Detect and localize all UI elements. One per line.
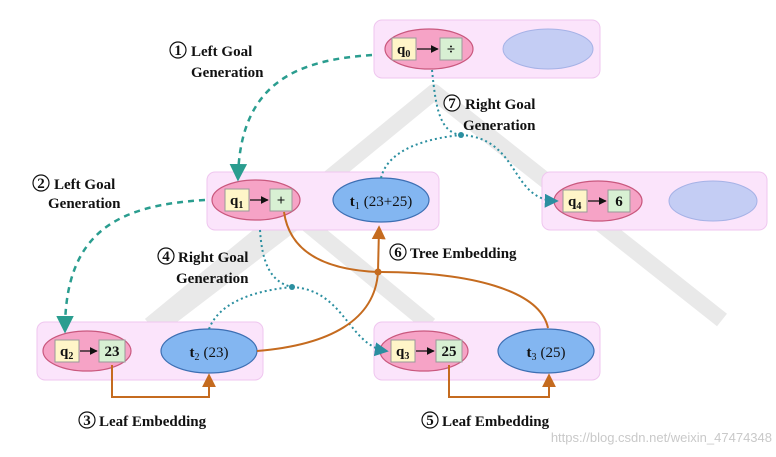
right-mid-empty-ellipse xyxy=(668,180,758,222)
merge-dot-6 xyxy=(374,268,382,276)
left-goal-arrow-1 xyxy=(229,53,373,182)
q0-label: q xyxy=(397,42,406,58)
svg-text:q3: q3 xyxy=(396,344,409,362)
tree-embedding-arrow-a xyxy=(256,271,379,352)
t3-value: (25) xyxy=(541,345,566,361)
step-7-label: 7 Right Goal Generation xyxy=(443,94,536,134)
step-6-label: 6 Tree Embedding xyxy=(389,243,517,262)
step-1-label: 1 Left Goal Generation xyxy=(169,41,264,81)
step-3-label: 3 Leaf Embedding xyxy=(78,411,207,430)
svg-text:7: 7 xyxy=(448,96,456,112)
right-goal-arrow-4b xyxy=(208,286,293,330)
root-op-box xyxy=(439,37,463,61)
right-goal-arrow-7a xyxy=(431,69,462,136)
t1-label: t xyxy=(350,194,355,210)
step-5-label: 5 Leaf Embedding xyxy=(421,411,550,430)
svg-text:t3(25): t3(25) xyxy=(527,345,566,363)
right-leaf-op-box xyxy=(435,339,463,363)
tree-embedding-arrow-b xyxy=(377,271,549,329)
step-2-label: 2 Left Goal Generation xyxy=(32,174,121,212)
left-mid-op-box xyxy=(269,188,293,212)
right-mid-op-box xyxy=(607,189,631,213)
svg-text:3: 3 xyxy=(83,413,91,429)
q3-box xyxy=(390,339,416,363)
q2-label: q xyxy=(60,344,69,360)
t3-label: t xyxy=(527,345,532,361)
svg-text:Leaf Embedding: Leaf Embedding xyxy=(442,414,550,430)
svg-text:6: 6 xyxy=(394,245,402,261)
q1-box xyxy=(224,188,250,212)
left-mid-op-label: + xyxy=(277,193,286,209)
right-mid-node: q4 6 xyxy=(553,180,758,222)
q4-box xyxy=(562,189,588,213)
q0-box xyxy=(391,37,417,61)
svg-text:t2(23): t2(23) xyxy=(190,345,229,363)
tree-embedding-arrow-d xyxy=(371,225,386,273)
merge-dot-7 xyxy=(458,132,464,138)
right-leaf-node: q3 25 t3(25) xyxy=(379,328,595,374)
svg-text:t1(23+25): t1(23+25) xyxy=(350,194,412,212)
t1-value: (23+25) xyxy=(364,194,412,210)
leaf-embedding-arrow-5 xyxy=(448,365,556,398)
root-node: q0 ÷ xyxy=(384,28,594,70)
watermark: https://blog.csdn.net/weixin_47474348 xyxy=(551,430,772,445)
svg-text:Generation: Generation xyxy=(191,65,264,81)
step-4-label: 4 Right Goal Generation xyxy=(157,247,249,287)
t3-ellipse xyxy=(497,328,595,374)
right-goal-arrow-7b xyxy=(380,134,462,179)
root-op-label: ÷ xyxy=(447,42,455,58)
t2-value: (23) xyxy=(204,345,229,361)
svg-text:Left Goal: Left Goal xyxy=(191,44,252,60)
q3-label: q xyxy=(396,344,405,360)
svg-text:Right Goal: Right Goal xyxy=(465,97,535,113)
svg-text:Leaf Embedding: Leaf Embedding xyxy=(99,414,207,430)
svg-text:q4: q4 xyxy=(568,194,581,212)
leaf-embedding-arrow-3 xyxy=(111,365,216,398)
merge-dot-4 xyxy=(289,284,295,290)
left-mid-node: q1 + t1(23+25) xyxy=(211,177,430,223)
svg-text:4: 4 xyxy=(162,249,170,265)
right-goal-arrow-4c xyxy=(291,286,389,357)
q2-box xyxy=(54,339,80,363)
svg-text:Generation: Generation xyxy=(463,118,536,134)
svg-text:Right Goal: Right Goal xyxy=(178,250,248,266)
right-goal-arrow-7c xyxy=(460,134,559,208)
svg-text:1: 1 xyxy=(174,43,182,59)
root-empty-ellipse xyxy=(502,28,594,70)
tree-embedding-arrow-c xyxy=(283,211,379,273)
left-leaf-node: q2 23 t2(23) xyxy=(42,328,258,374)
svg-text:Tree Embedding: Tree Embedding xyxy=(410,246,517,262)
svg-text:Generation: Generation xyxy=(48,196,121,212)
q1-label: q xyxy=(230,193,239,209)
left-leaf-op-label: 23 xyxy=(105,344,120,360)
svg-text:2: 2 xyxy=(37,176,45,192)
svg-text:q1: q1 xyxy=(230,193,243,211)
svg-text:Left Goal: Left Goal xyxy=(54,177,115,193)
right-mid-op-label: 6 xyxy=(615,194,623,210)
t2-label: t xyxy=(190,345,195,361)
right-leaf-op-label: 25 xyxy=(442,344,457,360)
svg-text:q0: q0 xyxy=(397,42,410,60)
svg-text:q2: q2 xyxy=(60,344,73,362)
left-leaf-op-box xyxy=(98,339,126,363)
svg-text:Generation: Generation xyxy=(176,271,249,287)
q4-label: q xyxy=(568,194,577,210)
svg-text:5: 5 xyxy=(426,413,434,429)
